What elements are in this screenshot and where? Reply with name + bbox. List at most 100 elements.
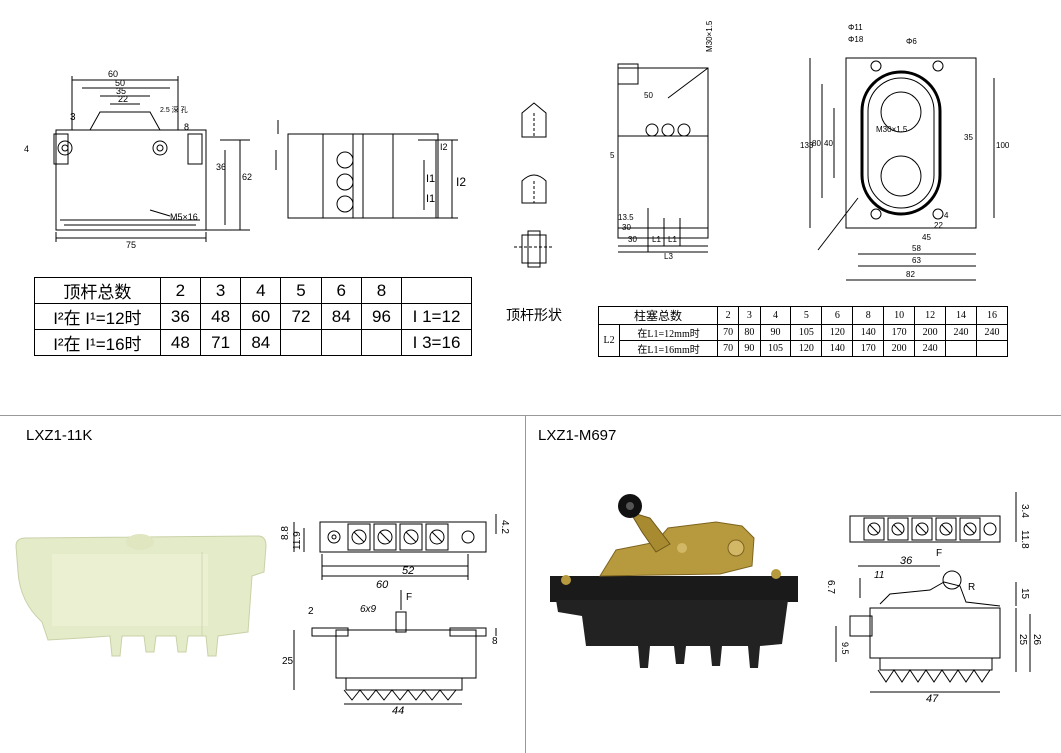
sec-dim-30b: 30 bbox=[628, 235, 637, 244]
table-cell: 80 bbox=[738, 324, 761, 341]
table-cell: 140 bbox=[852, 324, 885, 341]
dim-f: F bbox=[936, 548, 942, 559]
sec-dim-l3: L3 bbox=[664, 252, 673, 261]
table-cell: 84 bbox=[240, 329, 282, 356]
table-cell: 5 bbox=[280, 277, 322, 304]
front-view-note: 2.5 深 孔 bbox=[160, 105, 188, 114]
top-dim-phi6: Φ6 bbox=[906, 37, 917, 46]
table-cell: 16 bbox=[975, 306, 1009, 325]
table-cell: L2 bbox=[597, 324, 621, 357]
black-switch-photo bbox=[550, 494, 798, 668]
front-view-drawing: 60 50 35 22 3 4 8 36 62 M5×16 75 2.5 深 孔 bbox=[24, 69, 252, 250]
table-cell: 2 bbox=[716, 306, 740, 325]
table-cell: 2 bbox=[159, 277, 201, 304]
table-cell: 10 bbox=[883, 306, 916, 325]
plunger-count-table: 顶杆总数 2 3 4 5 6 8 I²在 I¹=12时 36 48 60 72 … bbox=[34, 277, 472, 356]
table-cell: 在L1=16mm时 bbox=[619, 340, 718, 357]
dim-60: 60 bbox=[376, 579, 389, 591]
top-dim-58: 58 bbox=[912, 244, 921, 253]
table-cell: 200 bbox=[883, 340, 916, 357]
plunger-shape-label: 顶杆形状 bbox=[506, 309, 562, 324]
dim-8: 8 bbox=[492, 636, 498, 647]
table-row: I²在 I¹=16时 48 71 84 I 3=16 bbox=[34, 329, 472, 356]
table-cell: 170 bbox=[852, 340, 885, 357]
table-cell: 240 bbox=[945, 324, 977, 341]
table-cell: 48 bbox=[199, 303, 242, 330]
top-view-drawing: Φ11 Φ18 Φ6 133 80 40 M30×1.5 35 100 45 2… bbox=[800, 23, 1010, 281]
table-cell bbox=[401, 277, 472, 304]
dim-52: 52 bbox=[402, 565, 414, 577]
table-cell: I 1=12 bbox=[401, 303, 472, 330]
table-cell: 3 bbox=[738, 306, 761, 325]
table-row: 柱塞总数 2 3 4 5 6 8 10 12 14 16 bbox=[598, 306, 1009, 325]
table-cell: 4 bbox=[759, 306, 792, 325]
table-cell: 140 bbox=[821, 340, 854, 357]
dim-6x9: 6x9 bbox=[360, 604, 377, 615]
side-dim-i1-a: I1 bbox=[426, 173, 435, 185]
dim-62: 62 bbox=[242, 172, 252, 182]
dim-60: 60 bbox=[108, 69, 118, 79]
table-cell: I²在 I¹=12时 bbox=[34, 303, 161, 330]
table-cell bbox=[360, 329, 403, 356]
dim-6-7: 6.7 bbox=[825, 580, 836, 594]
sec-dim-5: 5 bbox=[610, 151, 615, 160]
top-dim-80: 80 bbox=[812, 139, 821, 148]
dim-75: 75 bbox=[126, 240, 136, 250]
top-dim-35: 35 bbox=[964, 133, 973, 142]
top-dim-phi11: Φ11 bbox=[848, 23, 863, 32]
terminal-screws bbox=[347, 523, 449, 551]
table-cell bbox=[975, 340, 1009, 357]
table-cell bbox=[280, 329, 322, 356]
dim-11-9: 11.9 bbox=[292, 531, 303, 550]
dim-9-5: 9.5 bbox=[840, 642, 850, 655]
side-dim-i1-b: I1 bbox=[426, 193, 435, 205]
table-cell: 8 bbox=[852, 306, 885, 325]
white-switch-photo bbox=[15, 534, 267, 657]
table-cell: 96 bbox=[360, 303, 403, 330]
horizontal-divider bbox=[0, 415, 1061, 416]
table-cell: 120 bbox=[821, 324, 854, 341]
top-dim-m30: M30×1.5 bbox=[876, 125, 908, 134]
sec-dim-13-5: 13.5 bbox=[618, 213, 634, 222]
table-row: 在L1=16mm时 70 90 105 120 140 170 200 240 bbox=[599, 340, 1009, 357]
vertical-divider bbox=[525, 415, 526, 753]
dim-44: 44 bbox=[392, 705, 404, 717]
dim-8-8: 8.8 bbox=[280, 526, 291, 540]
table-cell: 105 bbox=[759, 340, 792, 357]
table-cell: 200 bbox=[914, 324, 947, 341]
table-cell: 36 bbox=[159, 303, 201, 330]
sec-dim-l1a: L1 bbox=[652, 235, 661, 244]
plunger-l2-table: 柱塞总数 2 3 4 5 6 8 10 12 14 16 L2 在L1=12mm… bbox=[597, 306, 1009, 357]
top-dim-63: 63 bbox=[912, 256, 921, 265]
table-cell: 90 bbox=[738, 340, 761, 357]
side-dim-i2: I2 bbox=[456, 175, 466, 189]
table-cell: 90 bbox=[759, 324, 792, 341]
table-cell: 120 bbox=[790, 340, 823, 357]
top-dim-phi18: Φ18 bbox=[848, 35, 864, 44]
table-cell: 14 bbox=[945, 306, 977, 325]
dim-15: 15 bbox=[1019, 588, 1030, 600]
dim-4-2: 4.2 bbox=[499, 520, 510, 534]
dim-50: 50 bbox=[115, 78, 125, 88]
table-cell: I²在 I¹=16时 bbox=[34, 329, 161, 356]
table-row: I²在 I¹=12时 36 48 60 72 84 96 I 1=12 bbox=[34, 303, 472, 330]
dim-2: 2 bbox=[308, 606, 314, 617]
lxz1-m697-drawing: 3.4 11.8 F 36 11 6.7 R 15 26 25 9.5 47 bbox=[825, 492, 1042, 705]
dim-3: 3 bbox=[70, 112, 76, 123]
table-cell: 12 bbox=[914, 306, 947, 325]
dim-11: 11 bbox=[874, 570, 884, 581]
table-cell: 柱塞总数 bbox=[598, 306, 718, 325]
table-cell: 240 bbox=[975, 324, 1009, 341]
dim-35: 35 bbox=[116, 86, 126, 96]
model-title-lxz1-m697: LXZ1-M697 bbox=[538, 427, 617, 444]
table-cell: 70 bbox=[716, 324, 740, 341]
dim-f: F bbox=[406, 592, 412, 603]
top-dim-40: 40 bbox=[824, 139, 833, 148]
table-cell: 在L1=12mm时 bbox=[619, 324, 718, 341]
section-drawing: M30×1.5 50 5 13.5 30 30 L1 L1 L3 bbox=[610, 20, 714, 261]
table-cell bbox=[320, 329, 362, 356]
table-cell: 60 bbox=[240, 303, 282, 330]
table-cell: 4 bbox=[240, 277, 282, 304]
plunger-shapes bbox=[514, 102, 554, 268]
sec-dim-l1b: L1 bbox=[668, 235, 677, 244]
